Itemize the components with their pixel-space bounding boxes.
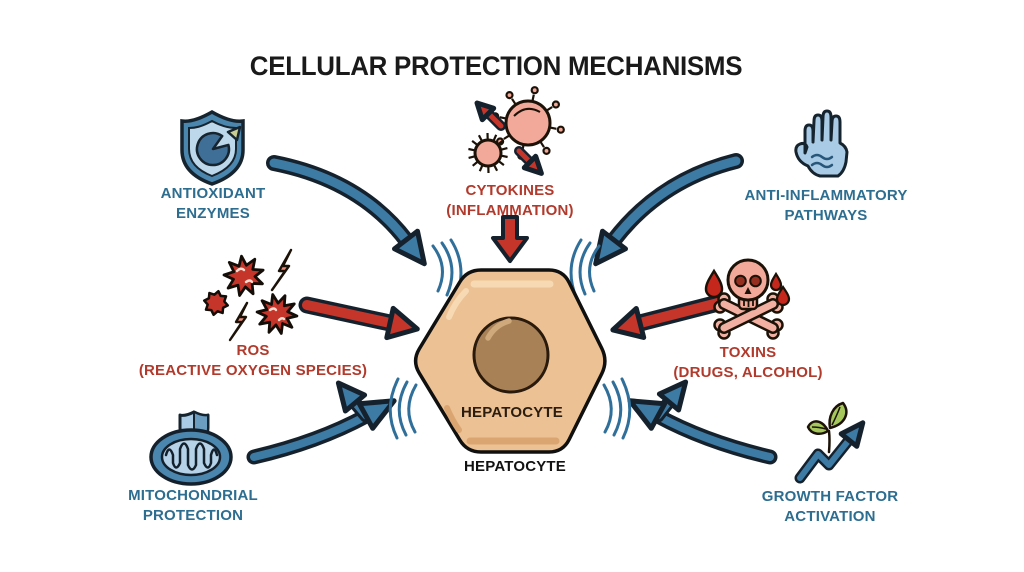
page-title: CELLULAR PROTECTION MECHANISMS <box>249 51 743 81</box>
shield-pie-icon <box>180 109 245 186</box>
lightning-bolt-icon <box>228 301 249 342</box>
arrow-antiinflammatory-to-hepatocyte <box>593 153 744 267</box>
nucleus <box>472 316 550 394</box>
starburst-lightning-icon <box>202 248 299 342</box>
arrow-growthfactor-to-hepatocyte <box>627 379 778 465</box>
hepatocyte-inner-label: HEPATOCYTE <box>460 404 564 421</box>
skull-crossbones-icon <box>704 258 791 340</box>
arrow-cytokines-to-hepatocyte <box>491 215 529 263</box>
impact-arcs-top-right <box>569 238 601 299</box>
arrow-ros-to-hepatocyte <box>298 296 420 341</box>
toxins-label: TOXINS (DRUGS, ALCOHOL) <box>673 344 823 381</box>
hepatocyte-hexagon <box>413 268 607 454</box>
cytokine-arrow-down-right-icon <box>514 146 544 176</box>
mitochondrial-protection-label: MITOCHONDRIAL PROTECTION <box>128 487 258 524</box>
antioxidant-enzymes-label: ANTIOXIDANT ENZYMES <box>160 185 266 222</box>
stop-hand-icon <box>794 109 849 178</box>
growth-factor-activation-label: GROWTH FACTOR ACTIVATION <box>761 488 899 525</box>
cytokines-label: CYTOKINES (INFLAMMATION) <box>446 182 574 219</box>
anti-inflammatory-pathways-label: ANTI-INFLAMMATORY PATHWAYS <box>744 187 908 224</box>
arrow-mitochondrial-to-hepatocyte <box>246 380 397 465</box>
ros-label: ROS (REACTIVE OXYGEN SPECIES) <box>138 342 368 379</box>
arrow-antioxidant-to-hepatocyte <box>266 155 427 267</box>
impact-arcs-bottom-right <box>602 377 632 440</box>
mitochondria-shield-icon <box>149 410 233 486</box>
toxin-droplet-icon <box>704 268 791 307</box>
lightning-bolt-icon <box>270 248 293 292</box>
hepatocyte-caption: HEPATOCYTE <box>463 458 567 475</box>
arrow-toxins-to-hepatocyte <box>610 293 731 340</box>
virus-cluster-icon <box>468 86 565 176</box>
impact-arcs-bottom-left <box>388 377 418 440</box>
growth-arrow-leaf-icon <box>794 401 866 484</box>
cytokine-arrow-up-left-icon <box>474 100 506 131</box>
